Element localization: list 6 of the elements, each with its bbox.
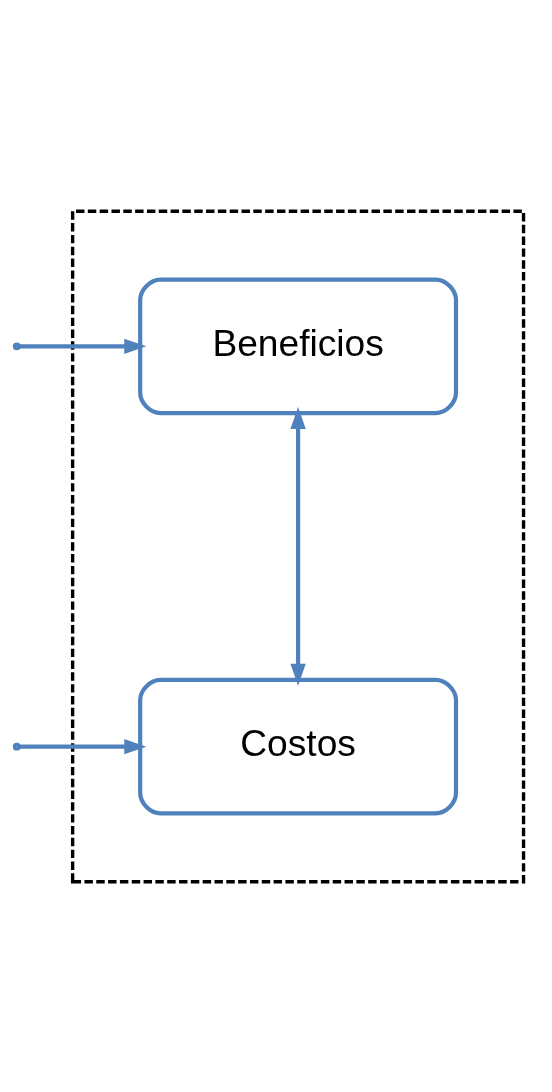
- arrow: [18, 738, 147, 754]
- arrow: [290, 406, 306, 686]
- arrow: [18, 338, 147, 354]
- cluster: [70, 209, 526, 883]
- node-box: Beneficios: [138, 277, 459, 415]
- node-box: Costos: [138, 677, 459, 815]
